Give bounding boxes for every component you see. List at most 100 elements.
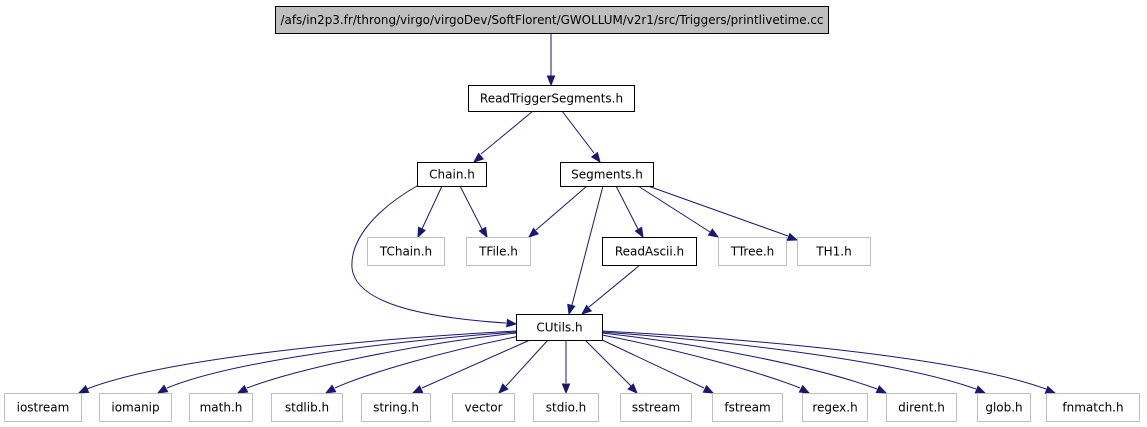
- edge-line: [599, 338, 705, 389]
- arrowhead-icon: [580, 304, 593, 315]
- edge-segments-to-tfile: [527, 185, 588, 238]
- node-label: iomanip: [111, 401, 159, 415]
- arrowhead-icon: [561, 383, 571, 395]
- edge-chain-to-cutils: [351, 185, 518, 328]
- arrowhead-icon: [974, 385, 987, 394]
- edge-cutils-to-sstream: [584, 339, 638, 394]
- node-box: [516, 314, 603, 341]
- edge-root-to-readtriggersegments: [546, 33, 556, 87]
- node-box: [712, 393, 783, 422]
- arrowhead-icon: [156, 384, 169, 394]
- node-box: [620, 393, 692, 422]
- edge-segments-to-readascii: [615, 185, 644, 239]
- node-regex: regex.h: [802, 393, 868, 422]
- edge-line: [647, 185, 789, 237]
- node-root[interactable]: /afs/in2p3.fr/throng/virgo/virgoDev/Soft…: [275, 6, 829, 34]
- node-label: /afs/in2p3.fr/throng/virgo/virgoDev/Soft…: [281, 13, 824, 27]
- node-label: regex.h: [812, 401, 857, 415]
- node-box: [718, 237, 787, 266]
- arrowhead-icon: [498, 383, 509, 394]
- edge-line: [421, 185, 443, 230]
- node-segments[interactable]: Segments.h: [560, 162, 654, 187]
- node-string: string.h: [361, 393, 431, 422]
- node-box: [560, 162, 654, 187]
- node-box: [271, 393, 343, 422]
- arrowhead-icon: [506, 318, 518, 328]
- edge-cutils-to-iomanip: [156, 331, 517, 394]
- edge-line: [584, 339, 632, 387]
- edge-readtriggersegments-to-chain: [472, 110, 534, 163]
- node-box: [361, 393, 431, 422]
- edge-cutils-to-stdio: [561, 340, 571, 395]
- node-chain[interactable]: Chain.h: [417, 162, 487, 187]
- edge-line: [246, 332, 517, 389]
- edge-chain-to-tfile: [459, 185, 488, 239]
- arrowhead-icon: [702, 384, 715, 394]
- edge-cutils-to-stdlib: [324, 335, 521, 394]
- node-box: [468, 85, 635, 112]
- edge-cutils-to-string: [411, 339, 531, 394]
- edge-line: [480, 110, 534, 155]
- edge-line: [571, 185, 604, 306]
- node-box: [533, 393, 599, 422]
- node-readtriggersegments[interactable]: ReadTriggerSegments.h: [468, 85, 635, 112]
- node-iostream: iostream: [4, 393, 82, 422]
- node-th1: TH1.h: [797, 237, 871, 266]
- edge-cutils-to-math: [236, 332, 517, 394]
- arrowhead-icon: [527, 227, 540, 238]
- node-box: [275, 6, 829, 34]
- edge-line: [505, 339, 549, 387]
- arrowhead-icon: [786, 232, 799, 241]
- node-label: fnmatch.h: [1062, 401, 1123, 415]
- edge-line: [615, 185, 639, 230]
- node-label: stdlib.h: [285, 401, 329, 415]
- arrowhead-icon: [472, 152, 485, 163]
- arrowhead-icon: [798, 384, 811, 394]
- edge-line: [86, 330, 517, 390]
- edge-line: [535, 185, 588, 231]
- node-dirent: dirent.h: [886, 393, 957, 422]
- node-label: CUtils.h: [536, 321, 582, 335]
- graph-edges: [77, 33, 1057, 395]
- edge-line: [637, 185, 711, 233]
- node-label: fstream: [724, 401, 770, 415]
- edge-line: [588, 264, 641, 308]
- node-box: [1046, 393, 1140, 422]
- edge-line: [459, 185, 483, 230]
- node-iomanip: iomanip: [99, 393, 172, 422]
- node-sstream: sstream: [620, 393, 692, 422]
- node-label: glob.h: [985, 401, 1022, 415]
- edge-cutils-to-fnmatch: [601, 330, 1057, 394]
- node-glob: glob.h: [977, 393, 1031, 422]
- node-box: [189, 393, 253, 422]
- arrowhead-icon: [875, 385, 888, 394]
- node-box: [886, 393, 957, 422]
- arrowhead-icon: [634, 226, 644, 239]
- edge-line: [166, 331, 517, 389]
- graph-nodes: /afs/in2p3.fr/throng/virgo/virgoDev/Soft…: [4, 6, 1140, 422]
- node-cutils[interactable]: CUtils.h: [516, 314, 603, 341]
- edge-segments-to-ttree: [637, 185, 720, 238]
- edge-line: [601, 332, 878, 390]
- node-label: Chain.h: [429, 168, 475, 182]
- arrowhead-icon: [707, 228, 720, 238]
- edge-line: [334, 335, 521, 389]
- edge-readtriggersegments-to-segments: [561, 110, 601, 164]
- node-box: [602, 237, 697, 266]
- node-stdio: stdio.h: [533, 393, 599, 422]
- arrowhead-icon: [1044, 385, 1057, 394]
- node-tchain: TChain.h: [367, 237, 445, 266]
- edge-cutils-to-iostream: [77, 330, 517, 394]
- node-vector: vector: [452, 393, 515, 422]
- edge-line: [561, 110, 595, 154]
- node-label: vector: [464, 401, 502, 415]
- edge-cutils-to-glob: [601, 331, 987, 394]
- node-readascii[interactable]: ReadAscii.h: [602, 237, 697, 266]
- edge-segments-to-cutils: [567, 185, 604, 316]
- edge-line: [601, 330, 1047, 390]
- node-ttree: TTree.h: [718, 237, 787, 266]
- arrowhead-icon: [324, 384, 337, 394]
- node-label: TH1.h: [815, 245, 851, 259]
- node-label: TFile.h: [478, 245, 518, 259]
